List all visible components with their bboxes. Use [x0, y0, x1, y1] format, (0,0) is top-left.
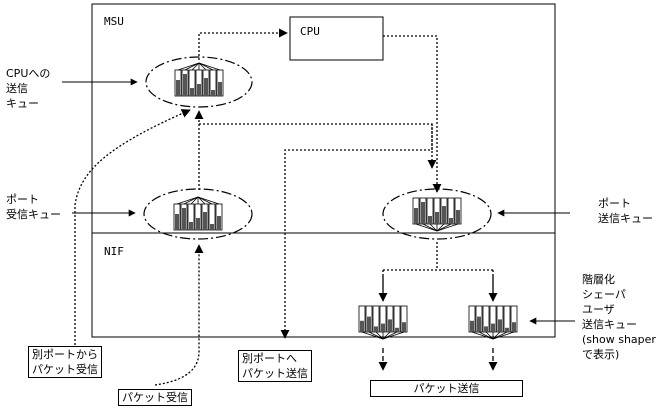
- cpu-box: [289, 16, 384, 61]
- packet-send-box: パケット送信: [370, 380, 523, 397]
- msu-label: MSU: [104, 15, 124, 28]
- from-other-port-box: 別ポートから パケット受信: [28, 346, 102, 378]
- flow-packet-receive: [154, 244, 204, 386]
- msu-nif-frame: [91, 3, 556, 338]
- flow-from-other-port: [74, 109, 191, 345]
- cpu-send-queue-icon: [174, 62, 224, 97]
- cpu-label: CPU: [300, 25, 320, 38]
- cpu-send-queue-ellipse: [145, 56, 253, 108]
- port-receive-queue-icon: [173, 196, 223, 231]
- cpu-send-queue-label: CPUへの 送信 キュー: [6, 67, 51, 110]
- packet-receive-box: パケット受信: [118, 389, 192, 406]
- port-send-queue-ellipse: [382, 188, 492, 240]
- hierarchical-shaper-label: 階層化 シェーパ ユーザ 送信キュー (show shaper で表示): [582, 273, 656, 361]
- user-send-queue-2-icon: [468, 305, 518, 340]
- port-send-queue-label: ポート 送信キュー: [598, 197, 653, 225]
- flow-loop-to-send-queue: [199, 123, 437, 169]
- nif-label: NIF: [104, 245, 124, 258]
- port-receive-queue-ellipse: [143, 188, 253, 240]
- flow-cpu-to-send-queue: [383, 35, 442, 193]
- flow-send-to-shaper: [382, 242, 494, 301]
- to-other-port-box: 別ポートへ パケット送信: [238, 350, 312, 382]
- port-receive-queue-label: ポート 受信キュー: [6, 193, 61, 221]
- user-send-queue-1-icon: [358, 305, 408, 340]
- flow-cpu-queue-to-cpu: [198, 28, 288, 60]
- flow-to-other-port: [280, 124, 433, 339]
- port-send-queue-icon: [412, 197, 462, 232]
